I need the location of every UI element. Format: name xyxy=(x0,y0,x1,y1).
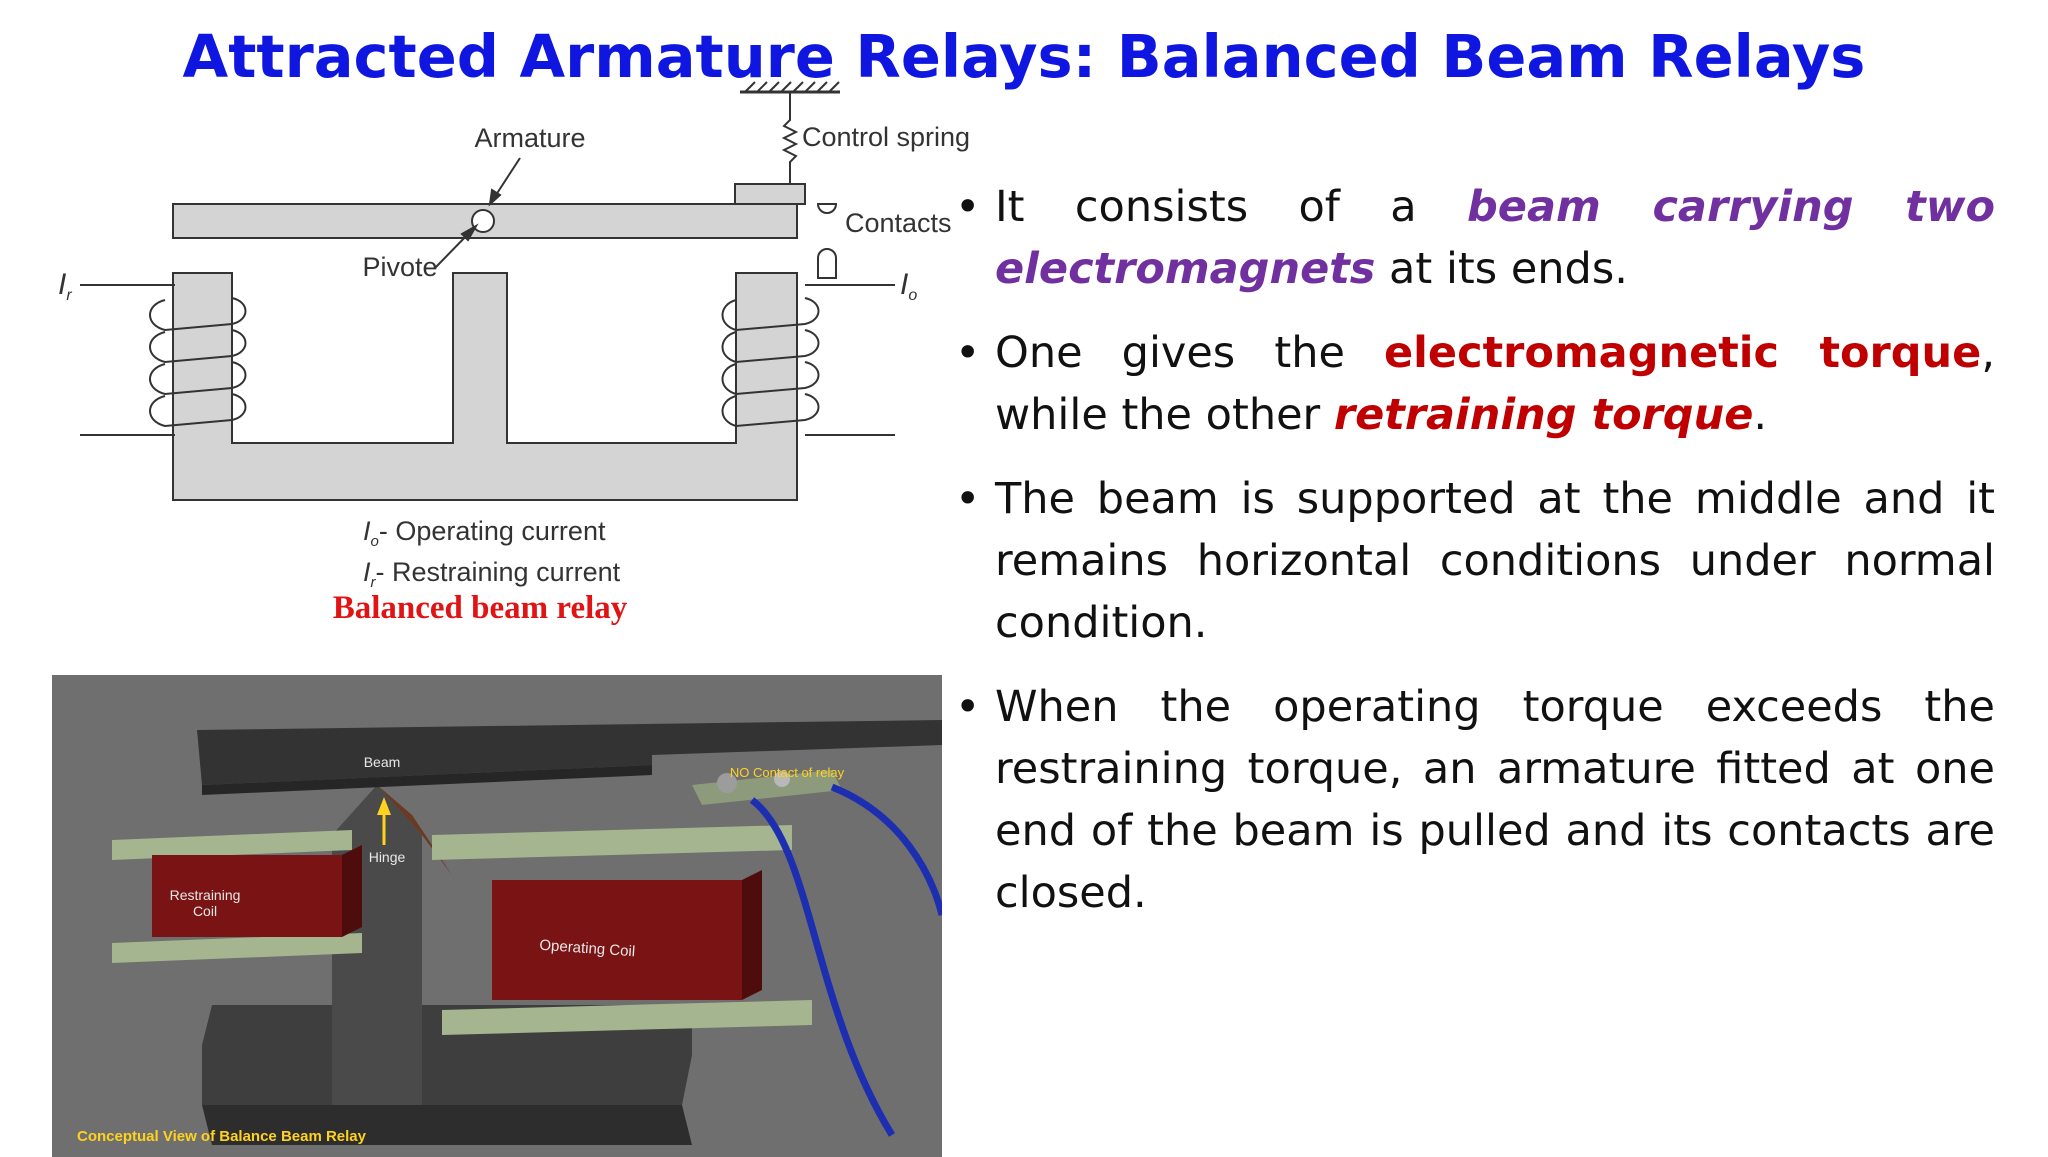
legend-operating-current: Io- Operating current xyxy=(363,516,606,550)
bullet-1-text-end: at its ends. xyxy=(1375,244,1628,294)
render-wire-1 xyxy=(749,797,895,1137)
conceptual-view-render: Beam Hinge NO Contact of relay Restraini… xyxy=(52,675,942,1157)
render-caption: Conceptual View of Balance Beam Relay xyxy=(77,1128,367,1145)
render-base-bottom xyxy=(202,1105,692,1145)
render-restraining-coil-side xyxy=(342,845,362,937)
pivot xyxy=(471,209,495,233)
bullet-3-text: The beam is supported at the middle and … xyxy=(995,474,1995,648)
magnetic-frame xyxy=(172,272,798,501)
label-io: Io xyxy=(900,268,917,304)
render-restraining-coil xyxy=(152,855,342,937)
render-label-beam: Beam xyxy=(364,754,401,770)
control-spring xyxy=(781,92,799,184)
bullet-1-emphasis: beam carrying two electromagnets xyxy=(995,182,1996,294)
render-operating-coil xyxy=(492,880,742,1000)
bullet-dot: • xyxy=(955,682,981,732)
render-left-top-plate xyxy=(112,830,352,860)
contacts xyxy=(816,203,838,279)
render-operating-coil-side xyxy=(742,870,762,1000)
label-contacts: Contacts xyxy=(845,208,952,238)
render-label-restraining-coil-2: Coil xyxy=(193,903,217,919)
render-contact-plate xyxy=(692,770,842,805)
coil-leads xyxy=(80,284,895,436)
bullet-4-text: When the operating torque exceeds the re… xyxy=(995,682,1995,918)
leader-arrows xyxy=(434,157,521,269)
hinge-arrow-head xyxy=(377,797,391,815)
bullet-dot: • xyxy=(955,182,981,232)
render-left-bottom-plate xyxy=(112,933,362,963)
restraining-coil-winding xyxy=(149,297,247,428)
render-beam xyxy=(197,720,942,785)
render-contact-ball-2 xyxy=(774,771,790,787)
render-beam-underside xyxy=(202,765,652,795)
bullet-dot: • xyxy=(955,328,981,378)
bullet-1-text: It consists of a xyxy=(995,182,1468,232)
support-hatch xyxy=(744,81,840,93)
label-ir: Ir xyxy=(58,268,72,304)
render-label-operating-coil: Operating Coil xyxy=(539,937,636,961)
schematic-caption: Balanced beam relay xyxy=(332,590,628,626)
balanced-beam-schematic: Armature Control spring Contacts Pivote … xyxy=(58,81,970,591)
render-label-restraining-coil-1: Restraining xyxy=(170,887,241,903)
render-right-top-plate xyxy=(432,825,792,860)
render-label-no-contact: NO Contact of relay xyxy=(730,765,845,780)
render-label-hinge: Hinge xyxy=(369,849,406,865)
contact-block xyxy=(734,183,806,205)
bullet-2-text-end: . xyxy=(1753,390,1768,440)
legend-restraining-current: Ir- Restraining current xyxy=(363,557,621,591)
bullet-list: • It consists of a beam carrying two elec… xyxy=(955,176,1995,946)
slide-title: Attracted Armature Relays: Balanced Beam… xyxy=(182,22,1866,91)
bullet-2-emphasis-2: retraining torque xyxy=(1333,390,1754,440)
bullet-item-1: • It consists of a beam carrying two elec… xyxy=(955,176,1995,300)
bullet-item-3: • The beam is supported at the middle and… xyxy=(955,468,1995,654)
bullet-2-emphasis: electromagnetic torque xyxy=(1384,328,1982,378)
bullet-dot: • xyxy=(955,474,981,524)
label-armature: Armature xyxy=(474,123,585,153)
render-wire-2 xyxy=(830,783,942,916)
label-pivot: Pivote xyxy=(362,252,437,282)
render-right-bottom-plate xyxy=(442,1000,812,1035)
bullet-2-text: One gives the xyxy=(995,328,1385,378)
render-contact-ball xyxy=(717,773,737,793)
operating-coil-winding xyxy=(721,297,820,428)
bullet-2-text-mid: , while the other xyxy=(995,328,1995,440)
bullet-item-2: • One gives the electromagnetic torque, w… xyxy=(955,322,1995,446)
bullet-item-4: • When the operating torque exceeds the r… xyxy=(955,676,1995,924)
label-control-spring: Control spring xyxy=(802,122,970,152)
